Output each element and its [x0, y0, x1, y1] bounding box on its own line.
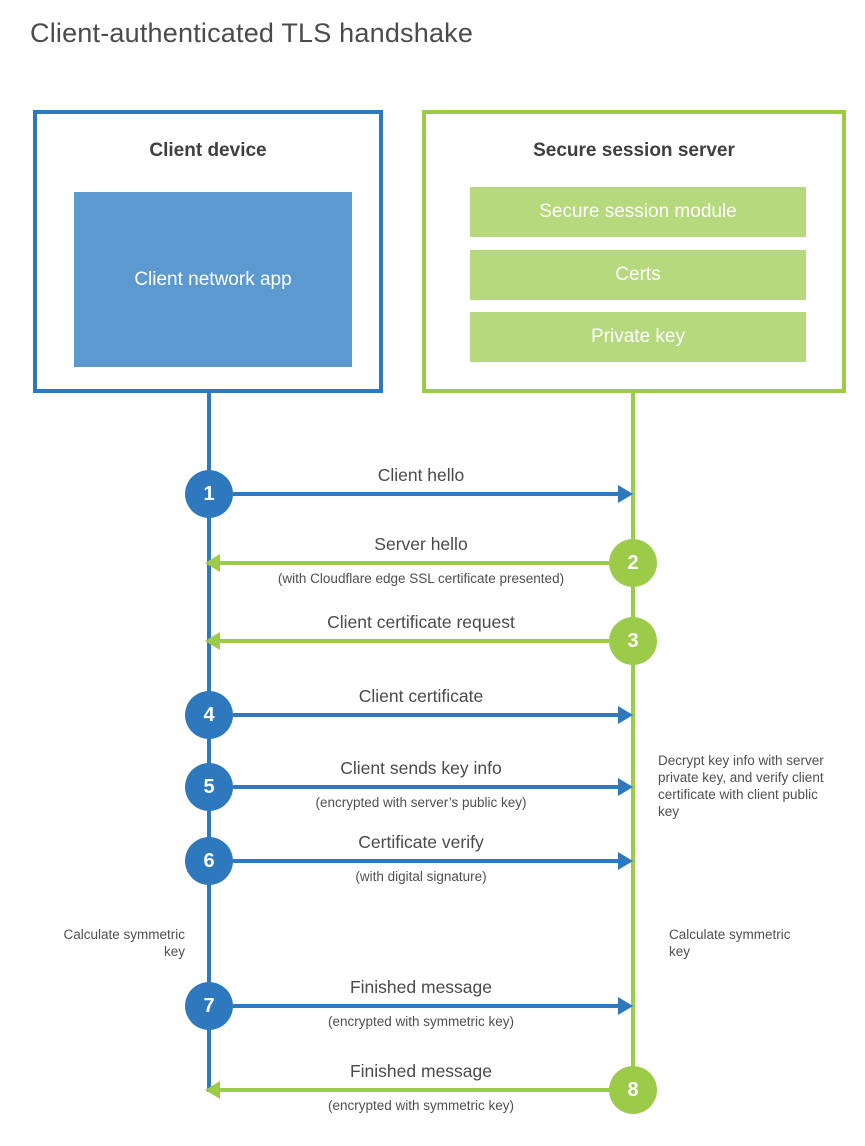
- step-4-message-label: Client certificate: [358, 686, 484, 706]
- step-2-arrowhead-icon: [205, 554, 220, 572]
- step-6-message-label: Certificate verify: [358, 832, 484, 852]
- server-module-certs: Certs: [470, 250, 806, 300]
- step-3-message-label: Client certificate request: [327, 612, 515, 632]
- step-2-arrow-line: [220, 561, 609, 565]
- step-8-message-sublabel: (encrypted with symmetric key): [327, 1098, 515, 1113]
- client-network-app-box: Client network app: [74, 192, 352, 367]
- step-4-arrow-line: [233, 713, 620, 717]
- step-4-marker: 4: [185, 691, 233, 739]
- client-device-box: Client device Client network app: [33, 110, 383, 393]
- server-module-secure-session: Secure session module: [470, 187, 806, 237]
- step-3-marker: 3: [609, 617, 657, 665]
- step-5-arrowhead-icon: [618, 778, 633, 796]
- step-7-message-label: Finished message: [349, 977, 493, 997]
- step-8-marker: 8: [609, 1066, 657, 1114]
- step-6-marker: 6: [185, 837, 233, 885]
- step-3-number: 3: [627, 629, 639, 652]
- step-3-arrow-line: [220, 639, 609, 643]
- step-7-marker: 7: [185, 982, 233, 1030]
- step-1-arrowhead-icon: [618, 485, 633, 503]
- client-network-app-label: Client network app: [134, 268, 292, 290]
- step-1-marker: 1: [185, 470, 233, 518]
- step-1-message-label: Client hello: [377, 465, 465, 485]
- step-4-number: 4: [203, 703, 215, 726]
- step-4-arrowhead-icon: [618, 706, 633, 724]
- step-2-message-label: Server hello: [374, 534, 468, 554]
- step-5-marker: 5: [185, 763, 233, 811]
- step-3-arrowhead-icon: [205, 632, 220, 650]
- step-2-number: 2: [627, 551, 639, 574]
- step-8-arrow-line: [220, 1088, 609, 1092]
- step-8-arrowhead-icon: [205, 1081, 220, 1099]
- secure-session-server-box: Secure session server Secure session mod…: [422, 110, 846, 393]
- decrypt-key-note: Decrypt key info with server private key…: [658, 753, 824, 819]
- step-5-number: 5: [203, 775, 215, 798]
- step-8-number: 8: [627, 1078, 639, 1101]
- step-5-arrow-line: [233, 785, 620, 789]
- step-6-number: 6: [203, 849, 215, 872]
- step-2-marker: 2: [609, 539, 657, 587]
- step-2-message-sublabel: (with Cloudflare edge SSL certificate pr…: [277, 571, 565, 586]
- step-6-arrowhead-icon: [618, 852, 633, 870]
- step-7-arrow-line: [233, 1004, 620, 1008]
- step-6-message-sublabel: (with digital signature): [355, 869, 487, 884]
- step-8-message-label: Finished message: [349, 1061, 493, 1081]
- server-module-label: Secure session module: [539, 201, 737, 222]
- step-7-arrowhead-icon: [618, 997, 633, 1015]
- calculate-symmetric-key-note-client: Calculate symmetric key: [63, 927, 185, 959]
- step-7-number: 7: [203, 994, 215, 1017]
- server-module-label: Private key: [591, 326, 685, 347]
- step-1-arrow-line: [233, 492, 620, 496]
- step-1-number: 1: [203, 482, 215, 505]
- server-lifeline: [631, 393, 635, 1090]
- client-lifeline: [207, 393, 211, 1092]
- calculate-symmetric-key-note-server: Calculate symmetric key: [669, 927, 791, 959]
- server-module-label: Certs: [615, 264, 661, 285]
- client-device-title: Client device: [149, 140, 267, 161]
- step-5-message-label: Client sends key info: [340, 758, 502, 778]
- step-5-message-sublabel: (encrypted with server’s public key): [315, 795, 527, 810]
- step-6-arrow-line: [233, 859, 620, 863]
- server-module-private-key: Private key: [470, 312, 806, 362]
- secure-session-server-title: Secure session server: [533, 140, 735, 161]
- step-7-message-sublabel: (encrypted with symmetric key): [327, 1014, 515, 1029]
- page-title: Client-authenticated TLS handshake: [30, 18, 474, 48]
